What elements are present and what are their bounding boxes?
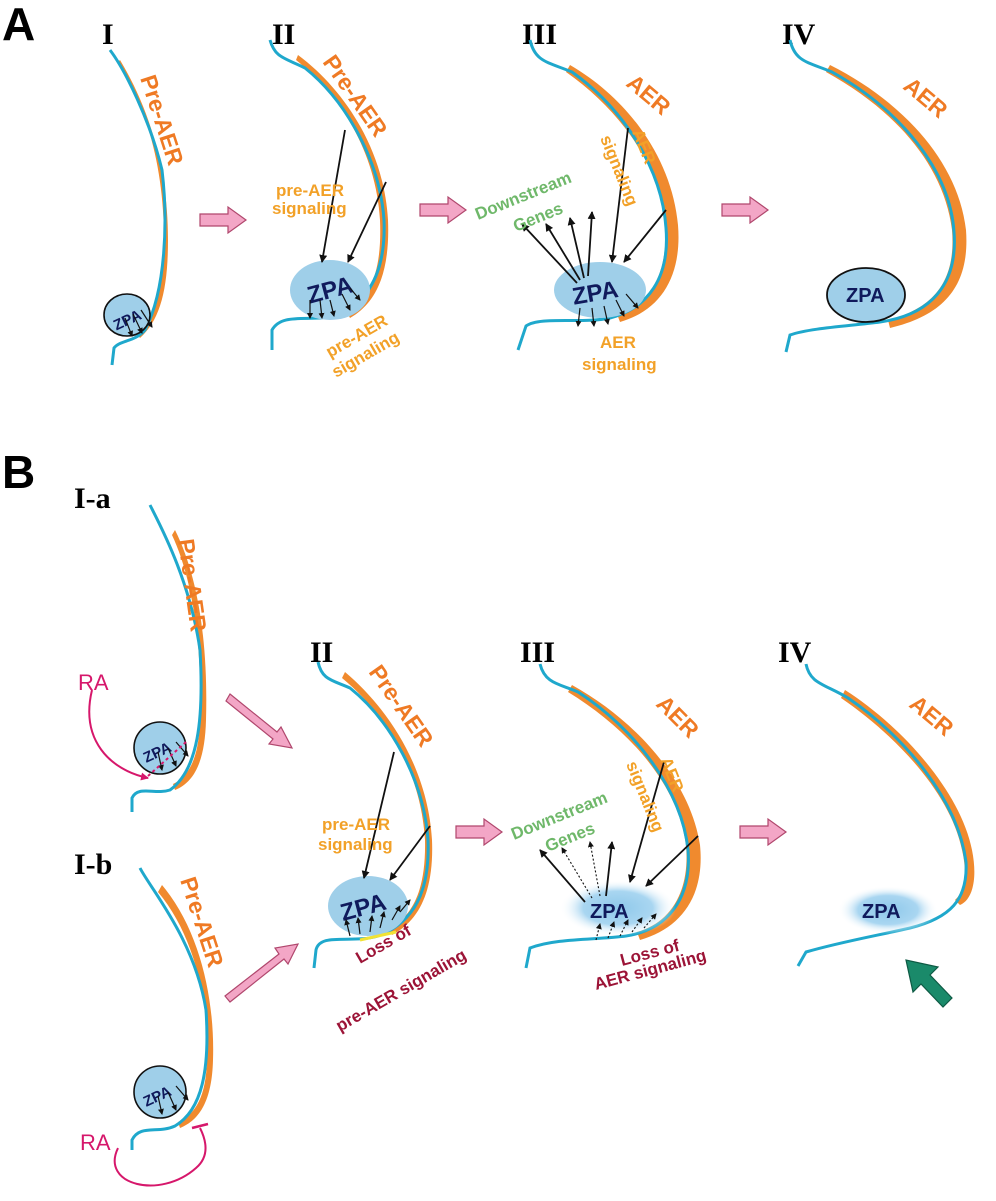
ectoderm-outline <box>130 867 209 1150</box>
panel-a-stage-i-limb: ZPA Pre-AER <box>103 49 189 366</box>
panel-a-stage-iii: III <box>522 18 557 51</box>
panel-b-stage-ib: I-b <box>74 848 112 881</box>
panel-a-stage-i: I <box>102 18 114 51</box>
panel-b-stage-iv-limb: ZPA AER <box>796 663 975 1008</box>
panel-b-stage-ii: II <box>310 636 333 669</box>
aer-band <box>841 690 975 905</box>
ectoderm-outline <box>268 39 386 350</box>
transition-arrow <box>224 943 300 1003</box>
ra-effect-line <box>147 741 187 777</box>
ra-arrow <box>88 689 149 781</box>
transition-arrow <box>225 693 294 749</box>
aer-signaling-line1: AER <box>628 126 659 166</box>
panel-b-letter: B <box>2 446 35 498</box>
panel-b-stage-ii-limb: ZPA Pre-AER pre-AER signaling Loss of pr… <box>312 660 470 1035</box>
aer-label: AER <box>651 690 704 743</box>
ectoderm-outline <box>796 663 968 967</box>
ectoderm-outline <box>130 504 203 812</box>
panel-a-stage-ii: II <box>272 18 295 51</box>
ra-inhibition-arc <box>113 1127 207 1187</box>
pre-aer-signaling-label-line1: pre-AER <box>276 181 344 200</box>
ra-label: RA <box>80 1130 111 1155</box>
signaling-loss-highlight <box>359 930 397 942</box>
pre-aer-signaling-line1: pre-AER <box>322 815 390 834</box>
panel-a-stage-iii-limb: ZPA AER Downstream Genes AER signaling A… <box>472 39 679 374</box>
zpa-label: ZPA <box>846 285 885 307</box>
highlight-arrow <box>905 959 953 1008</box>
aer-label: AER <box>899 72 953 123</box>
ra-label: RA <box>78 670 109 695</box>
zpa-label: ZPA <box>862 901 901 923</box>
transition-arrow <box>199 205 248 235</box>
panel-b-stage-ib-limb: ZPA RA Pre-AER <box>80 867 229 1187</box>
pre-aer-band <box>158 885 214 1128</box>
aer-label: AER <box>905 690 959 741</box>
panel-a-stage-iv-limb: ZPA AER <box>784 39 967 353</box>
pre-aer-label: Pre-AER <box>135 72 189 169</box>
panel-b-stage-iii-limb: ZPA AER Downstream Genes AER signaling L… <box>508 663 708 994</box>
pre-aer-label: Pre-AER <box>173 537 212 633</box>
zpa-region-diminished <box>838 886 938 934</box>
transition-arrow <box>739 817 788 847</box>
panel-b-stage-ia-limb: ZPA RA Pre-AER <box>78 504 212 812</box>
panel-b-stage-iii: III <box>520 636 555 669</box>
ectoderm-outline <box>784 39 956 353</box>
panel-a-letter: A <box>2 0 35 50</box>
ectoderm-outline <box>108 49 167 366</box>
aer-band <box>568 685 701 940</box>
panel-b-stage-iv: IV <box>778 636 812 669</box>
aer-signaling-lower-line1: AER <box>600 333 636 352</box>
transition-arrow <box>419 195 468 225</box>
panel-b-stage-ia: I-a <box>74 482 111 515</box>
transition-arrow <box>721 195 770 225</box>
ectoderm-outline <box>312 661 430 969</box>
panel-a-stage-iv: IV <box>782 18 816 51</box>
pre-aer-band <box>342 672 433 935</box>
zpa-region <box>826 267 906 323</box>
pre-aer-signaling-line2: signaling <box>318 835 393 854</box>
transition-arrow <box>455 817 504 847</box>
aer-band <box>566 65 679 322</box>
ectoderm-outline <box>516 39 668 351</box>
loss-label-line2: pre-AER signaling <box>333 945 470 1035</box>
panel-a-stage-ii-limb: ZPA Pre-AER pre-AER signaling pre-AER si… <box>268 39 403 381</box>
aer-signaling-lower-line2: signaling <box>582 355 657 374</box>
pre-aer-signaling-label-line2: signaling <box>272 199 347 218</box>
aer-label: AER <box>622 69 676 120</box>
zpa-label: ZPA <box>590 901 629 923</box>
ra-inhibition-bar <box>191 1122 209 1130</box>
